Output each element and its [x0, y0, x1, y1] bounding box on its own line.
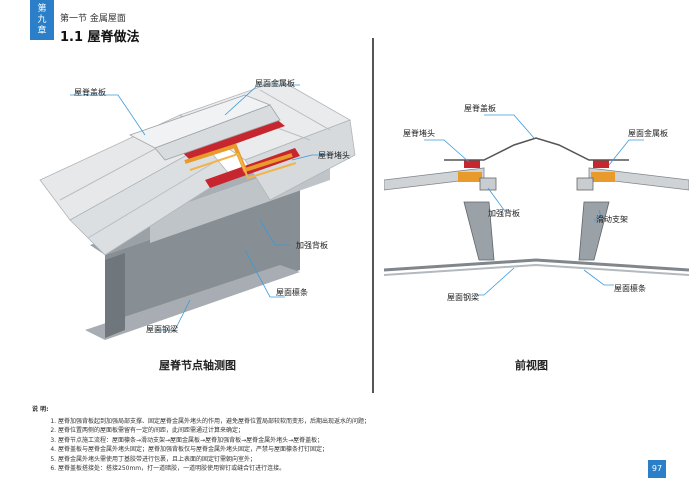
label-reinforcing-plate-right: 加强背板: [488, 209, 520, 218]
chapter-char-3: 章: [37, 26, 47, 36]
caption-front-view: 前视图: [515, 359, 548, 372]
notes: 说 明: 屋脊加强背板起到加强局部支撑、固定屋脊金属外堵头的作用，避免屋脊位置局…: [32, 405, 370, 474]
note-item: 屋脊金属外堵头需使用丁基胶带进行包裹，且上表面的固定钉需朝向室外；: [58, 455, 370, 465]
label-roof-steel-beam-right: 屋面钢梁: [447, 293, 479, 302]
label-reinforcing-plate-left: 加强背板: [296, 241, 328, 250]
chapter-char-2: 九: [37, 15, 47, 25]
note-item: 屋脊加强背板起到加强局部支撑、固定屋脊金属外堵头的作用，避免屋脊位置局部较软而变…: [58, 417, 370, 427]
label-roof-purlin-left: 屋面檩条: [276, 288, 308, 297]
note-item: 屋脊节点施工流程：屋面檩条→滑动支架→屋面金属板→屋脊加强背板→屋脊金属外堵头→…: [58, 436, 370, 446]
label-roof-metal-panel-left: 屋面金属板: [255, 79, 295, 88]
label-ridge-end-cap-right: 屋脊堵头: [403, 129, 435, 138]
chapter-char-1: 第: [37, 4, 47, 14]
page-title: 1.1 屋脊做法: [60, 30, 140, 45]
chapter-tab: 第 九 章: [30, 0, 54, 40]
ridge-cover-shape: [128, 94, 281, 161]
note-item: 屋脊盖板搭接处：搭接250mm，打一道暗胶，一道明胶使用铆钉或缝合钉进行连接。: [58, 464, 370, 474]
note-item: 屋脊盖板与屋脊金属外堵头固定；屋脊加强背板仅与屋脊金属外堵头固定，严禁与屋面檩条…: [58, 445, 370, 455]
label-roof-purlin-right: 屋面檩条: [614, 284, 646, 293]
front-view-drawing: [384, 114, 689, 296]
page-number: 97: [648, 460, 666, 478]
notes-list: 屋脊加强背板起到加强局部支撑、固定屋脊金属外堵头的作用，避免屋脊位置局部较软而变…: [32, 417, 370, 474]
label-roof-steel-beam-left: 屋面钢梁: [146, 325, 178, 334]
reinforcing-plate-shape: [184, 143, 297, 180]
ridge-cover-line: [444, 137, 629, 161]
axonometric-drawing: [39, 79, 356, 340]
divider: [372, 38, 374, 393]
note-item: 屋脊位置两侧的屋面板需留有一定的间距，此间距需通过计算来确定；: [58, 426, 370, 436]
label-roof-metal-panel-right: 屋面金属板: [628, 129, 668, 138]
label-ridge-cover-left: 屋脊盖板: [74, 88, 106, 97]
caption-axonometric: 屋脊节点轴测图: [159, 359, 236, 372]
section-title: 第一节 金属屋面: [60, 14, 126, 24]
label-ridge-end-cap-left: 屋脊堵头: [318, 151, 350, 160]
notes-title: 说 明:: [32, 406, 49, 413]
label-ridge-cover-right: 屋脊盖板: [464, 104, 496, 113]
label-sliding-support-right: 滑动支架: [596, 215, 628, 224]
